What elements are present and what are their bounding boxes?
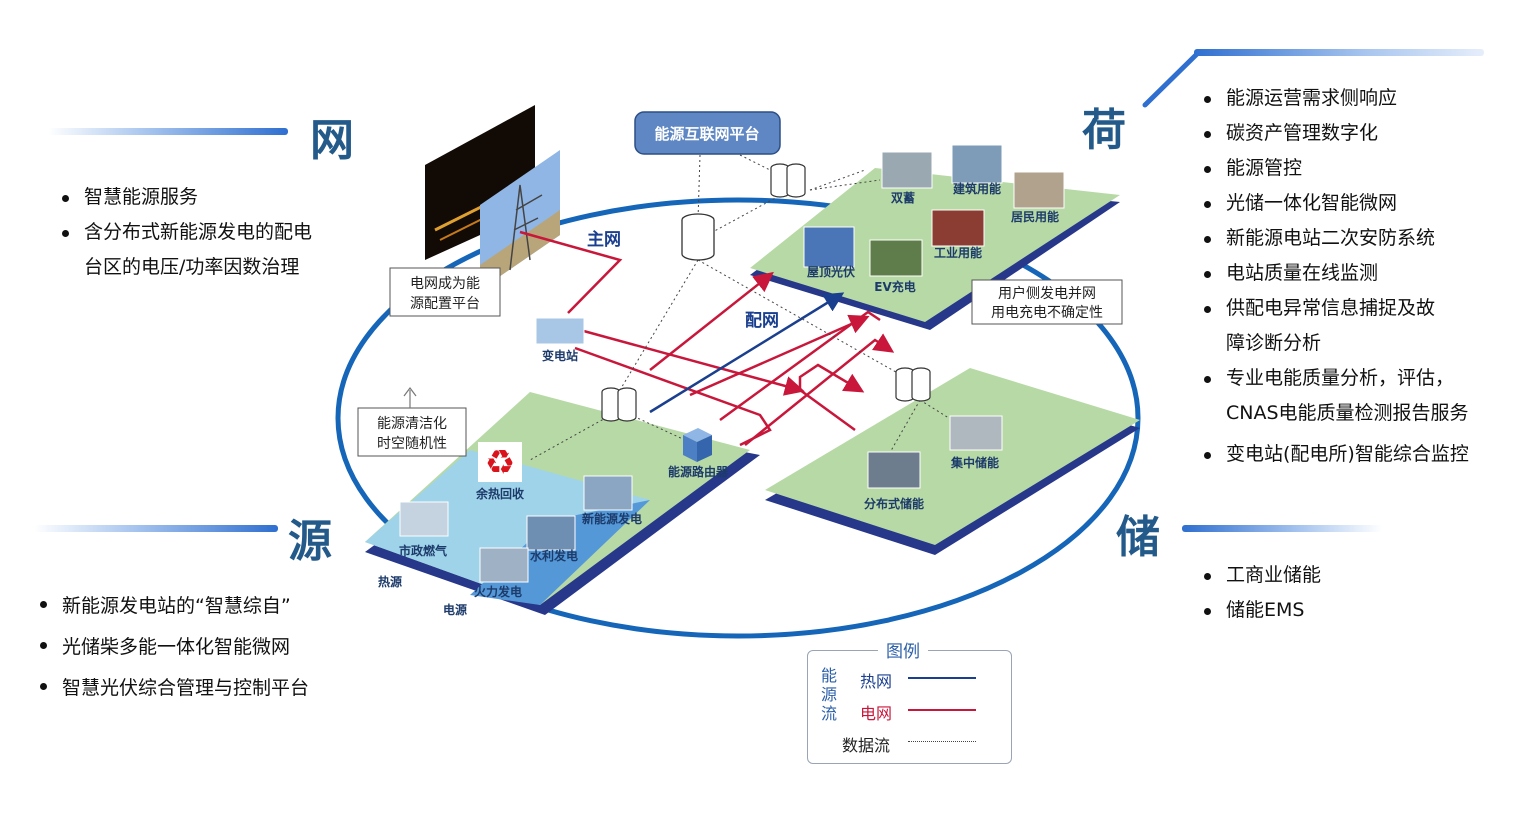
list-item: 变电站(配电所)智能综合监控 (1200, 437, 1469, 472)
list-item: 光储柴多能一体化智能微网 (36, 627, 309, 668)
chu-accent-line (1182, 525, 1382, 532)
ev-label: EV充电 (874, 279, 916, 294)
yuan-title: 源 (288, 516, 332, 567)
system-boundary-ellipse (335, 197, 1141, 639)
list-item: 智慧能源服务 (58, 180, 312, 215)
platform-label: 能源互联网平台 (654, 125, 759, 143)
energy-internet-diagram: 能源互联网平台 ♻ (335, 105, 1141, 639)
list-item: 工商业储能 (1200, 558, 1321, 593)
legend-data-label: 数据流 (842, 736, 891, 755)
svg-text:用户侧发电并网: 用户侧发电并网 (998, 285, 1096, 302)
source-platform (365, 392, 760, 615)
list-item-continuation: CNAS电能质量检测报告服务 (1226, 402, 1469, 424)
list-item: 能源运营需求侧响应 (1200, 81, 1469, 116)
wang-list: 智慧能源服务 含分布式新能源发电的配电 台区的电压/功率因数治理 (58, 180, 312, 285)
power-flows (519, 230, 895, 447)
svg-text:♻: ♻ (485, 443, 515, 483)
svg-text:电网成为能: 电网成为能 (410, 276, 480, 292)
list-item: 能源管控 (1200, 151, 1469, 186)
list-item: 碳资产管理数字化 (1200, 116, 1469, 151)
thermal-label: 火力发电 (474, 584, 522, 599)
database-icon (601, 387, 637, 422)
note-grid-box: 电网成为能 源配置平台 (389, 267, 501, 317)
svg-text:时空随机性: 时空随机性 (377, 436, 447, 452)
note-clean-box: 能源清洁化 时空随机性 (357, 407, 467, 457)
wang-title: 网 (310, 115, 354, 166)
list-item-continuation: 障诊断分析 (1226, 332, 1322, 354)
list-item: 光储一体化智能微网 (1200, 186, 1469, 221)
heat-source-label: 热源 (378, 574, 402, 589)
energy-internet-platform-box: 能源互联网平台 (634, 111, 781, 155)
list-item: 新能源电站二次安防系统 (1200, 221, 1469, 256)
svg-text:能源清洁化: 能源清洁化 (377, 416, 447, 432)
he-accent-line (1142, 49, 1484, 108)
he-title: 荷 (1082, 105, 1126, 156)
shuangxu-label: 双蓄 (891, 190, 915, 205)
main-grid-label: 主网 (587, 229, 621, 250)
substation-label: 变电站 (542, 348, 578, 363)
database-icon (895, 367, 931, 402)
resident-label: 居民用能 (1011, 209, 1059, 224)
list-item: 新能源发电站的“智慧综自” (36, 586, 309, 627)
distributed-storage-label: 分布式储能 (864, 496, 924, 511)
legend-power-label: 电网 (860, 704, 893, 723)
svg-text:用电充电不确定性: 用电充电不确定性 (991, 305, 1103, 321)
legend-heat-label: 热网 (860, 672, 893, 691)
list-item: 储能EMS (1200, 593, 1321, 628)
list-item: 电站质量在线监测 (1200, 256, 1469, 291)
router-label: 能源路由器 (668, 464, 729, 479)
list-item-continuation: 台区的电压/功率因数治理 (84, 256, 300, 278)
municipal-gas-label: 市政燃气 (399, 543, 447, 558)
hydro-label: 水利发电 (530, 548, 578, 563)
industry-label: 工业用能 (934, 245, 982, 260)
legend-heat-line (908, 677, 976, 679)
recycle-icon: ♻ (478, 442, 522, 483)
database-icon (770, 163, 806, 198)
legend-title: 图例 (878, 637, 928, 662)
storage-platform (765, 368, 1140, 555)
list-item: 供配电异常信息捕捉及故 (1200, 291, 1469, 326)
photo-tiles (399, 144, 1065, 583)
energy-router-icon (683, 428, 712, 462)
legend: 图例 能源流 热网 电网 数据流 (807, 637, 1012, 764)
power-source-label: 电源 (443, 602, 467, 617)
legend-group-label: 能源流 (820, 666, 837, 723)
new-energy-label: 新能源发电 (582, 511, 642, 526)
wang-accent-line (48, 128, 288, 135)
chu-title: 储 (1116, 512, 1160, 563)
yuan-list: 新能源发电站的“智慧综自” 光储柴多能一体化智能微网 智慧光伏综合管理与控制平台 (36, 586, 309, 709)
legend-data-line (908, 741, 976, 742)
svg-text:源配置平台: 源配置平台 (410, 296, 480, 312)
list-item: 专业电能质量分析，评估， (1200, 361, 1469, 396)
he-list: 能源运营需求侧响应 碳资产管理数字化 能源管控 光储一体化智能微网 新能源电站二… (1200, 81, 1469, 472)
yuan-accent-line (34, 525, 278, 532)
list-item: 含分布式新能源发电的配电 (58, 215, 312, 250)
database-icon (681, 213, 715, 261)
list-item: 智慧光伏综合管理与控制平台 (36, 668, 309, 709)
central-storage-label: 集中储能 (950, 455, 999, 470)
heat-flows (649, 292, 845, 414)
waste-heat-label: 余热回收 (475, 486, 524, 501)
distribution-grid-label: 配网 (745, 311, 779, 331)
rooftop-pv-label: 屋顶光伏 (807, 264, 855, 279)
legend-power-line (908, 709, 976, 711)
chu-list: 工商业储能 储能EMS (1200, 558, 1321, 628)
building-label: 建筑用能 (952, 181, 1001, 196)
note-user-box: 用户侧发电并网 用电充电不确定性 (971, 279, 1123, 325)
